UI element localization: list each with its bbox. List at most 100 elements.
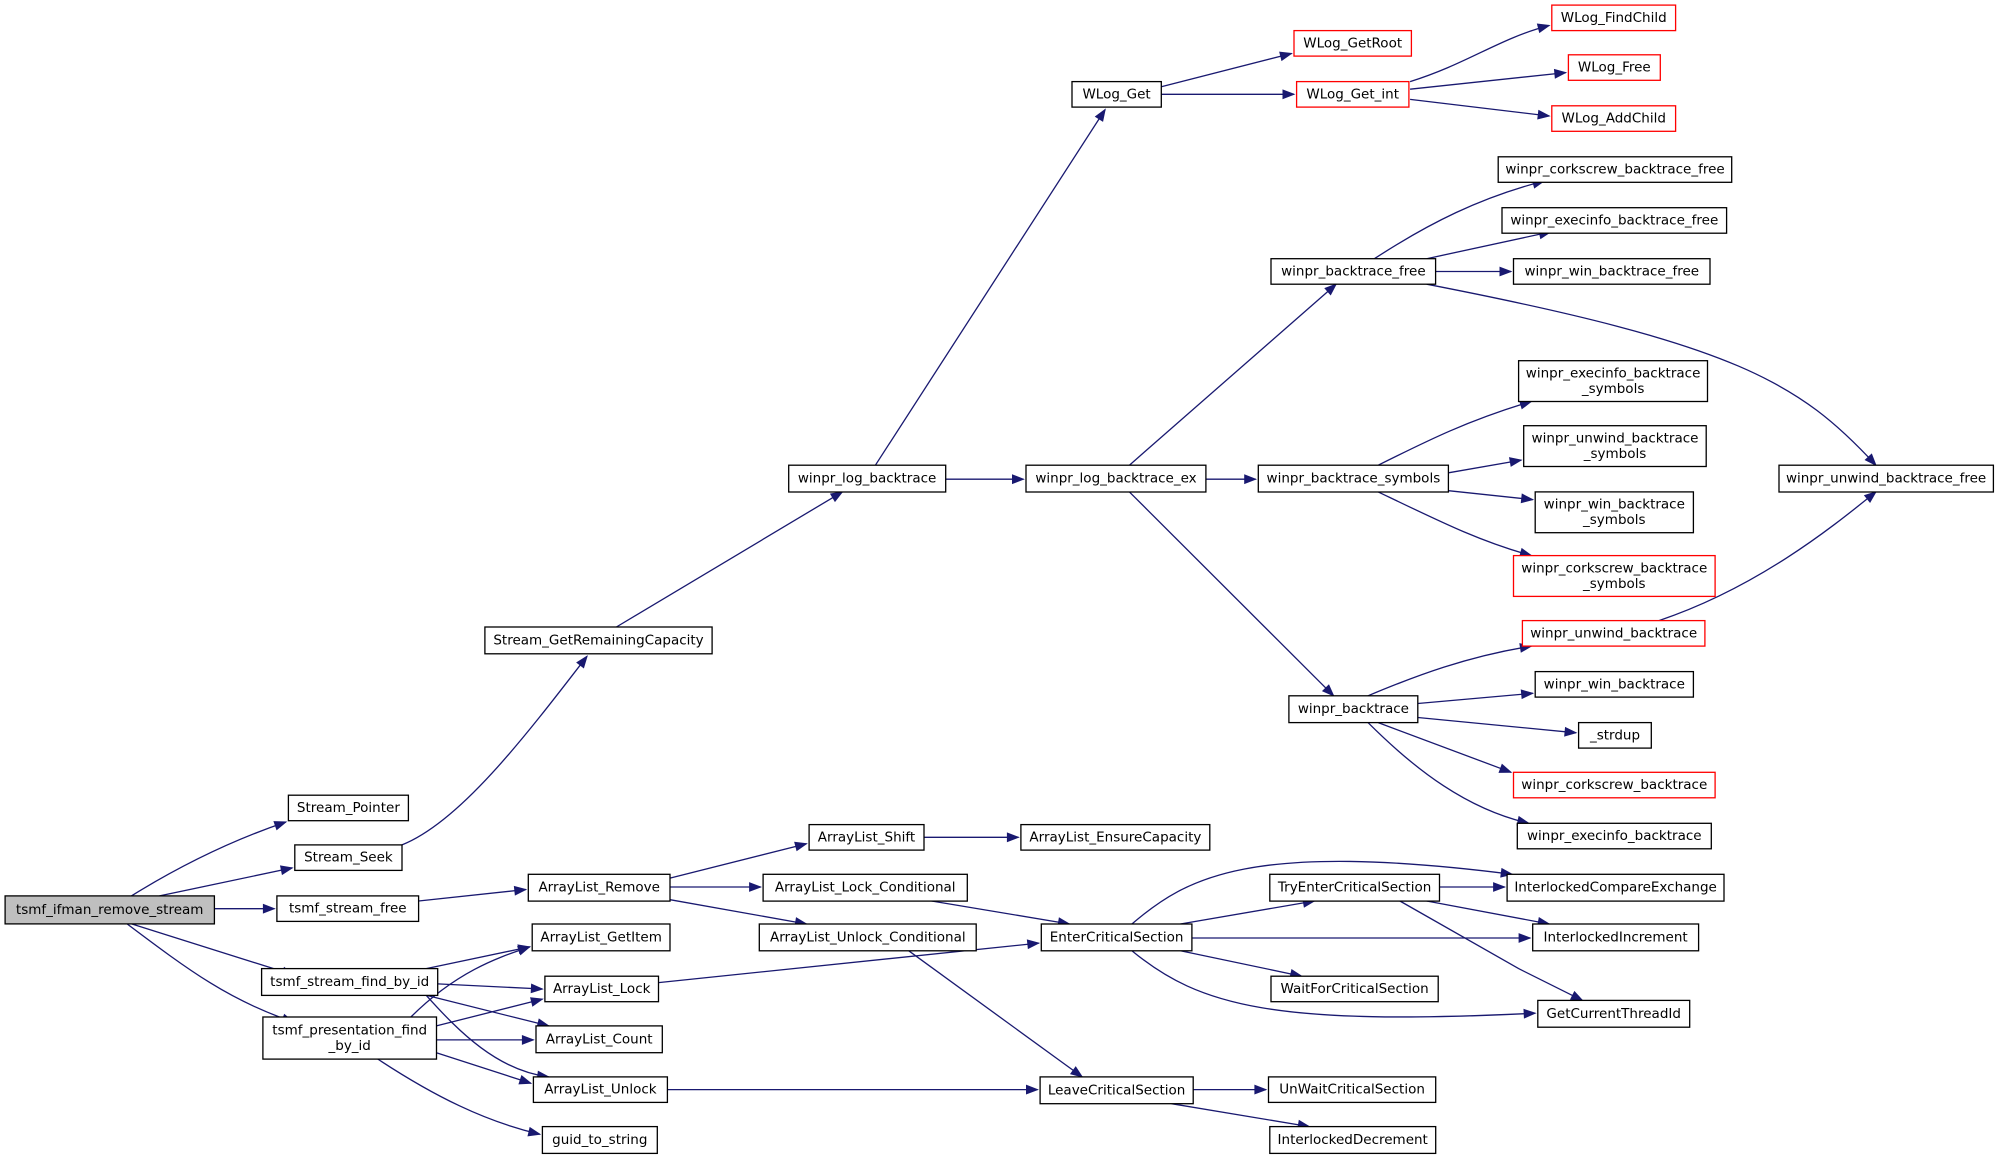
node-box[interactable] [484,626,713,655]
node-winpr-win-backtrace[interactable]: winpr_win_backtrace [1534,670,1695,698]
node-guid-to-string[interactable]: guid_to_string [541,1125,658,1155]
node-box[interactable] [1025,464,1207,493]
node-box[interactable] [532,1076,669,1104]
node-box[interactable] [260,967,439,997]
node-box[interactable] [1532,923,1700,952]
node-box[interactable] [527,873,671,902]
node-tsmf-ifman-remove-stream[interactable]: tsmf_ifman_remove_stream [4,895,216,925]
node-box[interactable] [808,823,925,851]
node-box[interactable] [535,1025,663,1054]
node-winpr-unwind-backtrace-symbols[interactable]: winpr_unwind_backtrace_symbols [1523,425,1707,468]
node-arraylist-ensurecapacity[interactable]: ArrayList_EnsureCapacity [1020,823,1211,851]
node-box[interactable] [276,895,420,923]
node-tsmf-stream-free[interactable]: tsmf_stream_free [276,895,420,923]
node-winpr-execinfo-backtrace[interactable]: winpr_execinfo_backtrace [1516,822,1712,850]
node-winpr-backtrace[interactable]: winpr_backtrace [1288,695,1419,724]
node-box[interactable] [1501,207,1728,234]
node-stream-pointer[interactable]: Stream_Pointer [287,794,410,822]
node-tsmf-presentation-find-by-id[interactable]: tsmf_presentation_find_by_id [262,1016,438,1060]
node-unwaitcriticalsection[interactable]: UnWaitCriticalSection [1267,1076,1437,1104]
node-wlog-findchild[interactable]: WLog_FindChild [1551,4,1677,32]
node-winpr-corkscrew-backtrace[interactable]: winpr_corkscrew_backtrace [1512,771,1716,799]
node-box[interactable] [1020,823,1211,851]
node-wlog-addchild[interactable]: WLog_AddChild [1551,105,1677,132]
node-winpr-log-backtrace-ex[interactable]: winpr_log_backtrace_ex [1025,464,1207,493]
node-box[interactable] [762,873,968,902]
node-wlog-getroot[interactable]: WLog_GetRoot [1293,29,1413,57]
node-box[interactable] [1512,258,1711,285]
node-wlog-free[interactable]: WLog_Free [1567,54,1661,81]
node-arraylist-unlock[interactable]: ArrayList_Unlock [532,1076,669,1104]
node-box[interactable] [1551,105,1677,132]
node-box[interactable] [1551,4,1677,32]
node-box[interactable] [4,895,216,925]
node-box[interactable] [1506,873,1725,902]
node-box[interactable] [1040,923,1193,952]
node-box[interactable] [287,794,410,822]
node-arraylist-lock-conditional[interactable]: ArrayList_Lock_Conditional [762,873,968,902]
node-box[interactable] [788,464,947,493]
node-winpr-corkscrew-backtrace-free[interactable]: winpr_corkscrew_backtrace_free [1497,156,1733,183]
node-box[interactable] [1537,999,1691,1028]
node-box[interactable] [262,1016,438,1060]
node-box[interactable] [1534,491,1695,534]
node-box[interactable] [1293,29,1413,57]
node-box[interactable] [1270,258,1437,285]
node-box[interactable] [1577,721,1652,749]
node-box[interactable] [1288,695,1419,724]
node-box[interactable] [1497,156,1733,183]
node-box[interactable] [541,1125,658,1155]
node-winpr-backtrace-free[interactable]: winpr_backtrace_free [1270,258,1437,285]
node-winpr-log-backtrace[interactable]: winpr_log_backtrace [788,464,947,493]
node-box[interactable] [294,844,403,872]
node-entercriticalsection[interactable]: EnterCriticalSection [1040,923,1193,952]
node-box[interactable] [1512,771,1716,799]
node-box[interactable] [1295,80,1410,108]
node-winpr-execinfo-backtrace-free[interactable]: winpr_execinfo_backtrace_free [1501,207,1728,234]
node-getcurrentthreadid[interactable]: GetCurrentThreadId [1537,999,1691,1028]
node-interlockedincrement[interactable]: InterlockedIncrement [1532,923,1700,952]
node-tryentercriticalsection[interactable]: TryEnterCriticalSection [1269,873,1441,902]
node-arraylist-remove[interactable]: ArrayList_Remove [527,873,671,902]
node-winpr-execinfo-backtrace-symbols[interactable]: winpr_execinfo_backtrace_symbols [1517,360,1709,403]
node-box[interactable] [1071,80,1162,108]
node-arraylist-unlock-conditional[interactable]: ArrayList_Unlock_Conditional [758,923,977,952]
node-box[interactable] [1512,554,1716,598]
node-winpr-win-backtrace-free[interactable]: winpr_win_backtrace_free [1512,258,1711,285]
node-box[interactable] [1269,873,1441,902]
node-box[interactable] [1567,54,1661,81]
node-box[interactable] [1517,360,1709,403]
node-box[interactable] [1778,464,1995,493]
node-interlockedcompareexchange[interactable]: InterlockedCompareExchange [1506,873,1725,902]
node-stream-seek[interactable]: Stream_Seek [294,844,403,872]
node-box[interactable] [1269,1125,1437,1155]
node-box[interactable] [1267,1076,1437,1104]
node-box[interactable] [1523,425,1707,468]
node-arraylist-getitem[interactable]: ArrayList_GetItem [531,923,671,952]
node-waitforcriticalsection[interactable]: WaitForCriticalSection [1270,975,1439,1003]
node-winpr-unwind-backtrace[interactable]: winpr_unwind_backtrace [1521,619,1706,647]
node-arraylist-shift[interactable]: ArrayList_Shift [808,823,925,851]
node-winpr-backtrace-symbols[interactable]: winpr_backtrace_symbols [1257,464,1450,493]
node-box[interactable] [758,923,977,952]
node-winpr-win-backtrace-symbols[interactable]: winpr_win_backtrace_symbols [1534,491,1695,534]
node-stream-getremainingcapacity[interactable]: Stream_GetRemainingCapacity [484,626,713,655]
node-box[interactable] [544,975,660,1003]
node-strdup[interactable]: _strdup [1577,721,1652,749]
node-box[interactable] [1257,464,1450,493]
node-box[interactable] [531,923,671,952]
node-arraylist-count[interactable]: ArrayList_Count [535,1025,663,1054]
node-arraylist-lock[interactable]: ArrayList_Lock [544,975,660,1003]
node-leavecriticalsection[interactable]: LeaveCriticalSection [1039,1076,1194,1105]
node-box[interactable] [1039,1076,1194,1105]
node-box[interactable] [1521,619,1706,647]
node-box[interactable] [1516,822,1712,850]
node-winpr-unwind-backtrace-free[interactable]: winpr_unwind_backtrace_free [1778,464,1995,493]
node-box[interactable] [1534,670,1695,698]
node-winpr-corkscrew-backtrace-symbols[interactable]: winpr_corkscrew_backtrace_symbols [1512,554,1716,598]
node-wlog-get[interactable]: WLog_Get [1071,80,1162,108]
node-wlog-get-int[interactable]: WLog_Get_int [1295,80,1410,108]
node-tsmf-stream-find-by-id[interactable]: tsmf_stream_find_by_id [260,967,439,997]
node-interlockeddecrement[interactable]: InterlockedDecrement [1269,1125,1437,1155]
node-box[interactable] [1270,975,1439,1003]
